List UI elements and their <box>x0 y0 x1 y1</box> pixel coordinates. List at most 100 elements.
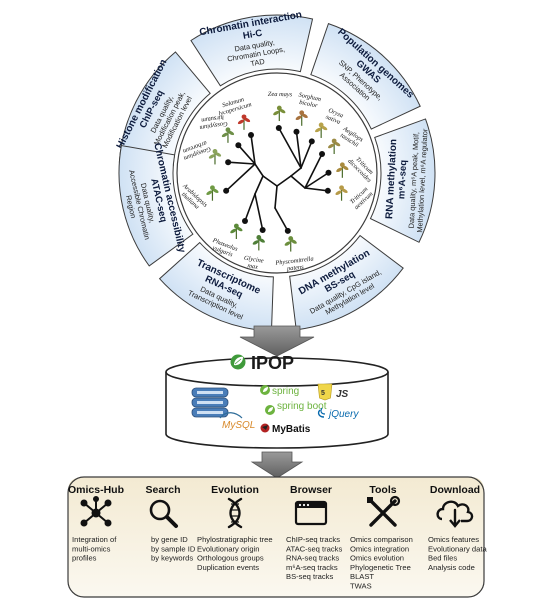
tree-branch <box>254 175 264 195</box>
species-name-line: Physcomitrella <box>274 255 314 266</box>
feature-item: by sample ID <box>151 544 196 553</box>
segment-shape <box>118 144 194 267</box>
feature-item: multi-omics <box>72 544 111 553</box>
tree-tip-node <box>248 131 254 138</box>
tree-branch <box>304 187 329 192</box>
panel-frame <box>67 476 485 598</box>
feature-item: profiles <box>72 554 97 563</box>
feature-title[interactable]: Search <box>145 484 180 496</box>
tree-tip-node <box>325 169 332 176</box>
tree-tip-node <box>275 125 282 132</box>
feature-title[interactable]: Omics-Hub <box>68 484 124 496</box>
js-shield-icon: 5 <box>317 383 333 401</box>
feature-panel <box>67 476 485 598</box>
segment-shape <box>190 14 314 87</box>
plant-icon <box>336 162 349 178</box>
dna-icon <box>227 497 243 529</box>
feature-item: by gene ID <box>151 535 188 544</box>
tree-tip-node <box>241 217 248 224</box>
plant-icon <box>237 114 251 130</box>
tree-branch <box>278 127 302 169</box>
tree-branch <box>290 175 306 189</box>
tree-tip-node <box>235 142 242 149</box>
species-name-line: Zea mays <box>268 91 293 98</box>
species-circle <box>176 72 378 274</box>
js-label: JS <box>336 389 349 400</box>
species-label: Zea mays <box>268 91 293 98</box>
segment-assay: Hi-C <box>242 28 263 42</box>
tree-branch <box>225 163 256 192</box>
feature-item: Omics features <box>428 535 479 544</box>
spring-label: spring <box>272 386 299 397</box>
down-arrow-icon <box>239 325 315 357</box>
feature-title[interactable]: Download <box>430 484 480 496</box>
species-name-line: Sorghum <box>298 92 322 104</box>
plant-icon <box>328 138 341 154</box>
feature-item: ATAC-seq tracks <box>286 544 342 553</box>
feature-title[interactable]: Evolution <box>211 484 259 496</box>
feature-item: BS-seq tracks <box>286 572 333 581</box>
tree-branch <box>274 185 278 209</box>
feature-item: m⁶A-seq tracks <box>286 563 338 572</box>
mysql-database-icon <box>191 387 243 419</box>
feature-item: Integration of <box>72 535 117 544</box>
tree-branch <box>254 193 264 231</box>
feature-item: Omics integration <box>350 544 409 553</box>
tree-tip-node <box>324 187 331 194</box>
tree-branch <box>244 193 256 222</box>
feature-item: Phylostratigraphic tree <box>197 535 273 544</box>
ipop-database: IPOP MySQL spring spring boot <box>165 353 389 449</box>
database-top <box>165 357 389 387</box>
browser-window-icon <box>294 500 328 526</box>
spring-boot-label: spring boot <box>277 401 327 412</box>
feature-item: by keywords <box>151 554 193 563</box>
tools-icon <box>367 495 401 527</box>
tree-branch <box>300 140 313 169</box>
spring-boot-icon <box>265 405 275 415</box>
feature-title[interactable]: Tools <box>369 484 396 496</box>
feature-title[interactable]: Browser <box>290 484 332 496</box>
plant-icon <box>221 127 235 143</box>
magnifier-icon <box>149 499 178 528</box>
feature-item: Duplication events <box>197 563 259 572</box>
jquery-label: jQuery <box>327 409 359 420</box>
tree-tip-node <box>225 159 232 166</box>
svg-text:5: 5 <box>321 390 325 397</box>
tree-branch <box>250 134 256 165</box>
species-name-line: patens <box>286 264 305 273</box>
tree-branch <box>304 153 323 189</box>
plant-icon <box>284 236 297 252</box>
feature-item: Bed files <box>428 554 457 563</box>
tree-branch <box>254 163 264 177</box>
tree-tip-node <box>319 151 326 157</box>
plant-icon <box>206 185 219 201</box>
tree-tip-node <box>284 227 291 234</box>
cloud-download-icon <box>436 500 474 528</box>
feature-item: TWAS <box>350 582 372 591</box>
plant-icon <box>230 223 243 240</box>
tree-branch <box>237 144 256 165</box>
feature-item: Evolutionary origin <box>197 544 259 553</box>
plant-icon <box>252 235 265 251</box>
segment-shape <box>118 51 211 167</box>
tree-branch <box>262 175 278 187</box>
feature-item: BLAST <box>350 572 374 581</box>
phylogenetic-tree <box>223 125 332 234</box>
